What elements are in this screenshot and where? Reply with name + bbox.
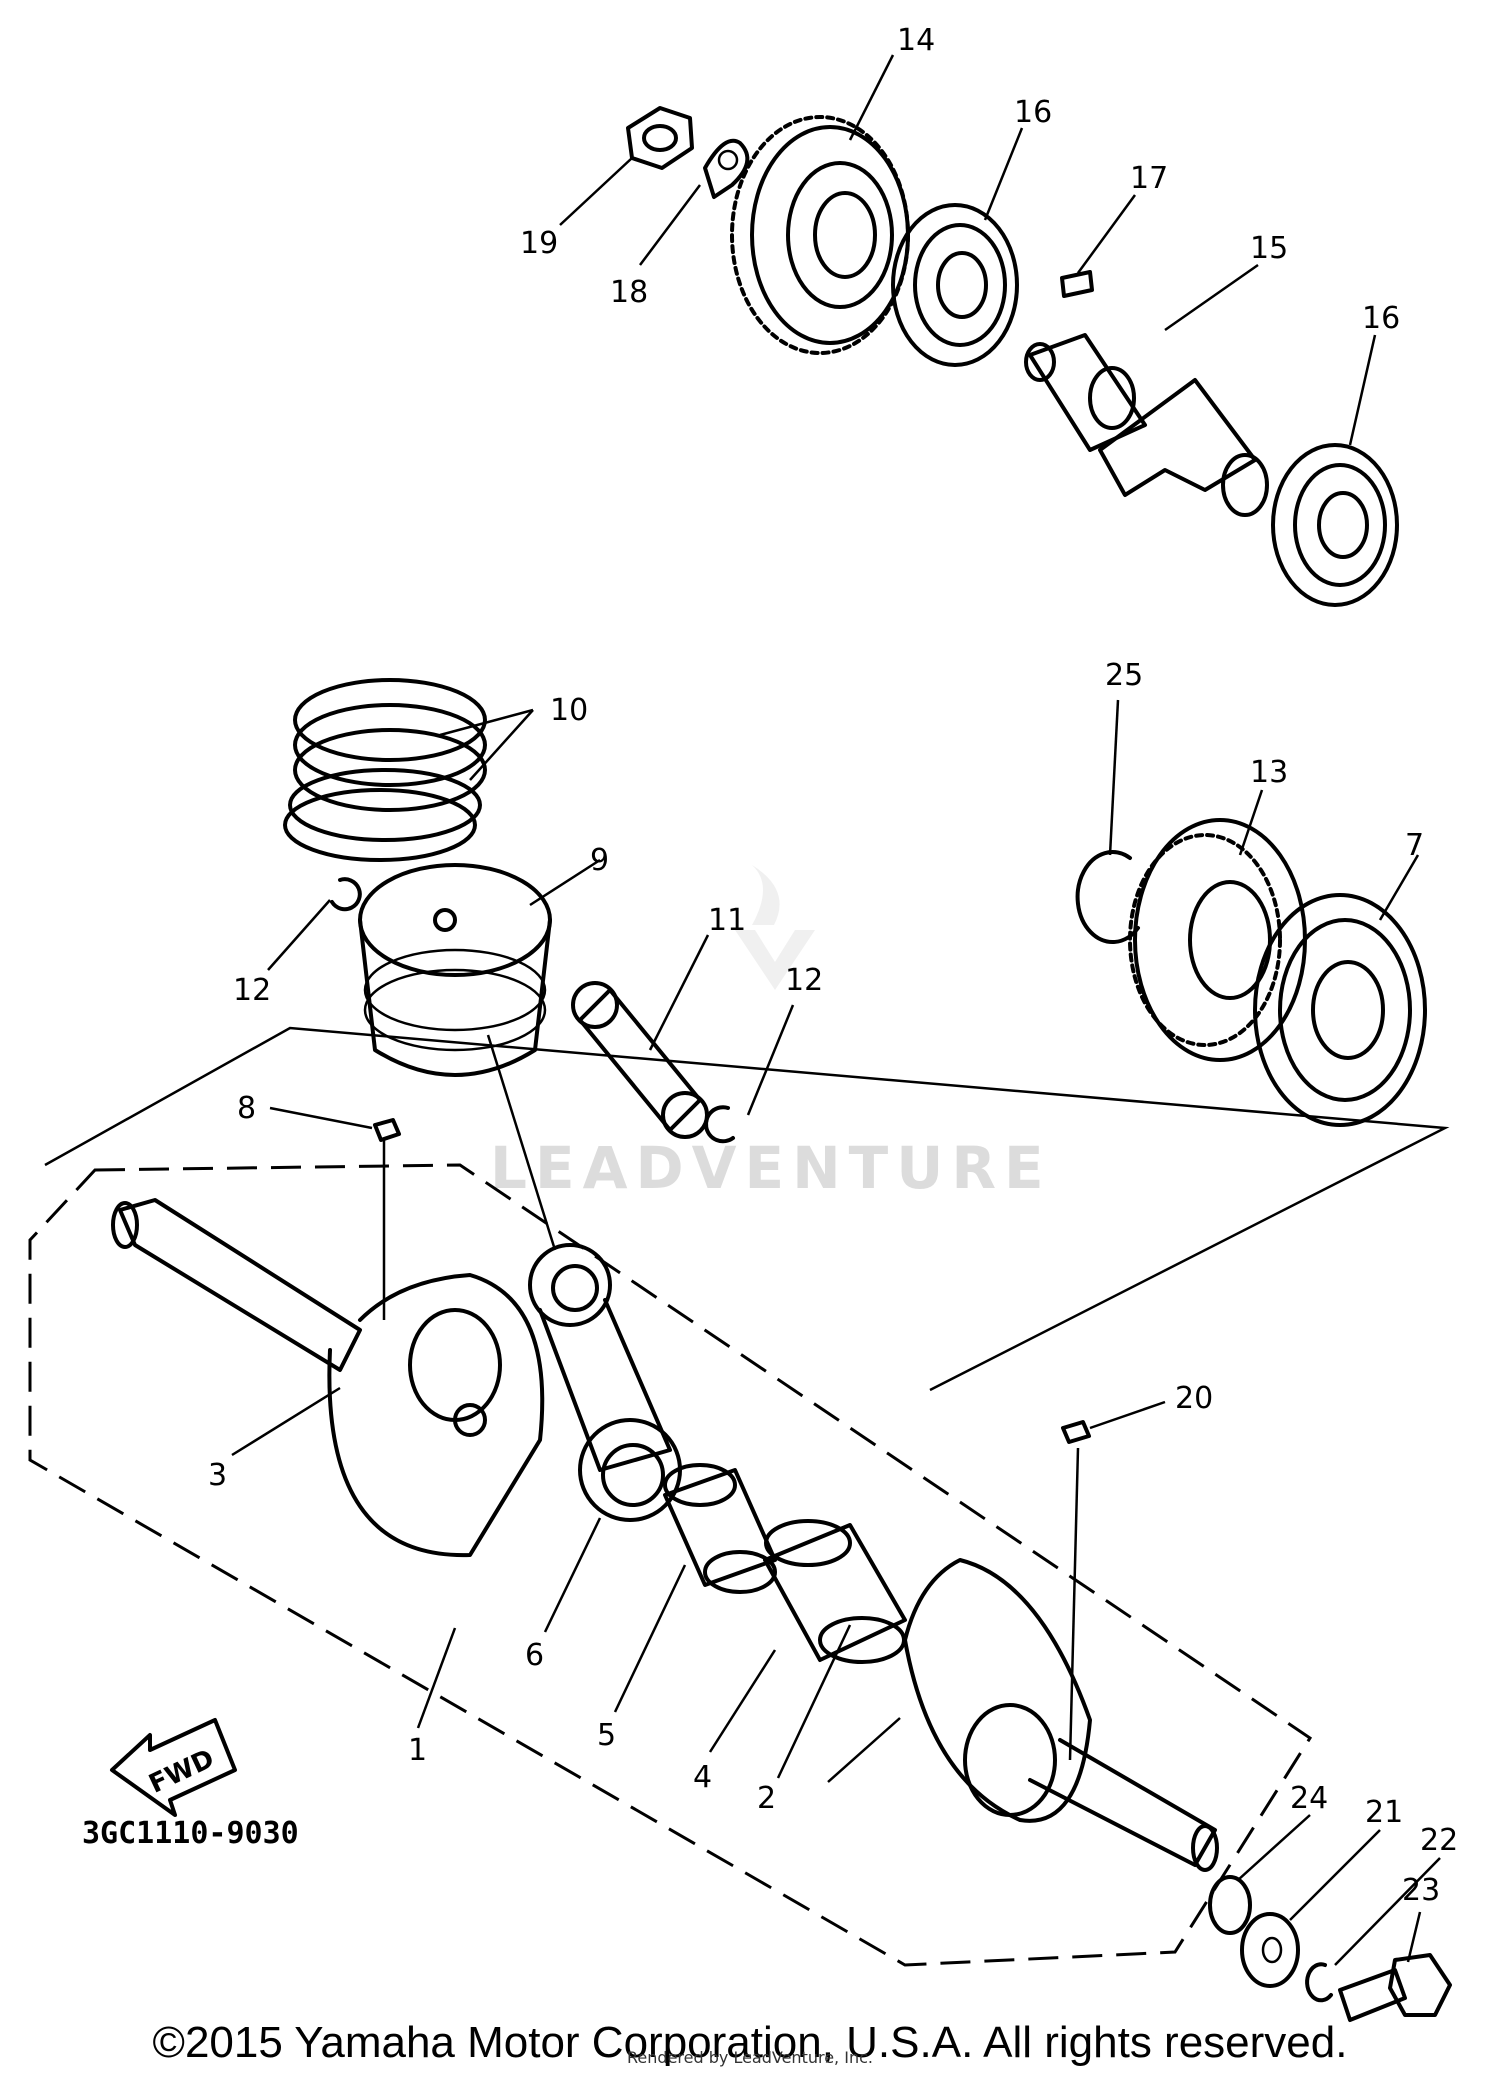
callout-20: 20	[1175, 1381, 1213, 1416]
copyright-notice: ©2015 Yamaha Motor Corporation, U.S.A. A…	[152, 2018, 1348, 2067]
left-crank-part-3	[111, 1198, 545, 1558]
callout-18: 18	[610, 275, 648, 310]
connecting-rod-part-6	[528, 1243, 682, 1522]
piston-rings-part-10	[283, 678, 487, 862]
o-ring-part-24	[1208, 1875, 1252, 1935]
crank-pin-part-4	[763, 1519, 907, 1664]
leader-lines	[231, 54, 1441, 1966]
callout-15: 15	[1250, 231, 1288, 266]
circlip-part-12-right	[704, 1105, 735, 1144]
callout-12-left: 12	[233, 973, 271, 1008]
callout-13: 13	[1250, 755, 1288, 790]
washer-part-21	[1240, 1912, 1300, 1988]
key-part-17	[1060, 270, 1094, 298]
bearing-part-16-lower	[1271, 443, 1399, 607]
right-crank-part-2	[903, 1558, 1219, 1872]
shaft-part-15	[1024, 333, 1269, 517]
callout-8: 8	[237, 1091, 256, 1126]
bearing-part-7	[1253, 893, 1427, 1127]
piston-set-outline	[44, 1026, 1450, 1392]
callout-2: 2	[757, 1781, 776, 1816]
callout-22: 22	[1420, 1823, 1458, 1858]
key-part-8	[373, 1118, 401, 1142]
needle-bearing-part-5	[663, 1463, 777, 1594]
nut-part-19	[626, 106, 694, 170]
bolt-part-23	[1338, 1953, 1452, 2022]
piston-part-9	[358, 863, 552, 1077]
piston-pin-part-11	[571, 981, 709, 1139]
spring-washer-part-22	[1305, 1962, 1333, 2003]
callout-12-right: 12	[785, 963, 823, 998]
rendered-by-note: Rendered by LeadVenture, Inc.	[627, 2048, 873, 2067]
callout-10: 10	[550, 693, 588, 728]
diagram-code: 3GC1110-9030	[82, 1816, 299, 1851]
callout-19: 19	[520, 226, 558, 261]
callout-16-lower: 16	[1362, 301, 1400, 336]
callout-16-upper: 16	[1014, 95, 1052, 130]
callout-11: 11	[708, 903, 746, 938]
callout-14: 14	[897, 23, 935, 58]
fwd-arrow-icon: FWD	[110, 1718, 237, 1817]
gear-part-14	[730, 115, 910, 355]
circlip-part-12-left	[330, 877, 362, 912]
callout-25: 25	[1105, 658, 1143, 693]
callout-9: 9	[590, 843, 609, 878]
watermark-text: LEADVENTURE	[490, 1134, 1052, 1202]
key-part-20	[1061, 1420, 1091, 1444]
bearing-part-16-upper	[891, 203, 1019, 367]
callout-5: 5	[597, 1718, 616, 1753]
callout-3: 3	[208, 1458, 227, 1493]
watermark-logo	[735, 865, 815, 990]
fwd-label: FWD	[145, 1744, 219, 1800]
lock-washer-part-18	[703, 138, 750, 199]
circlip-part-25	[1075, 850, 1140, 945]
callout-4: 4	[693, 1760, 712, 1795]
callout-7: 7	[1405, 828, 1424, 863]
callout-1: 1	[408, 1733, 427, 1768]
callout-23: 23	[1402, 1873, 1440, 1908]
callout-6: 6	[525, 1638, 544, 1673]
callout-24: 24	[1290, 1781, 1328, 1816]
callout-21: 21	[1365, 1795, 1403, 1830]
callout-17: 17	[1130, 161, 1168, 196]
